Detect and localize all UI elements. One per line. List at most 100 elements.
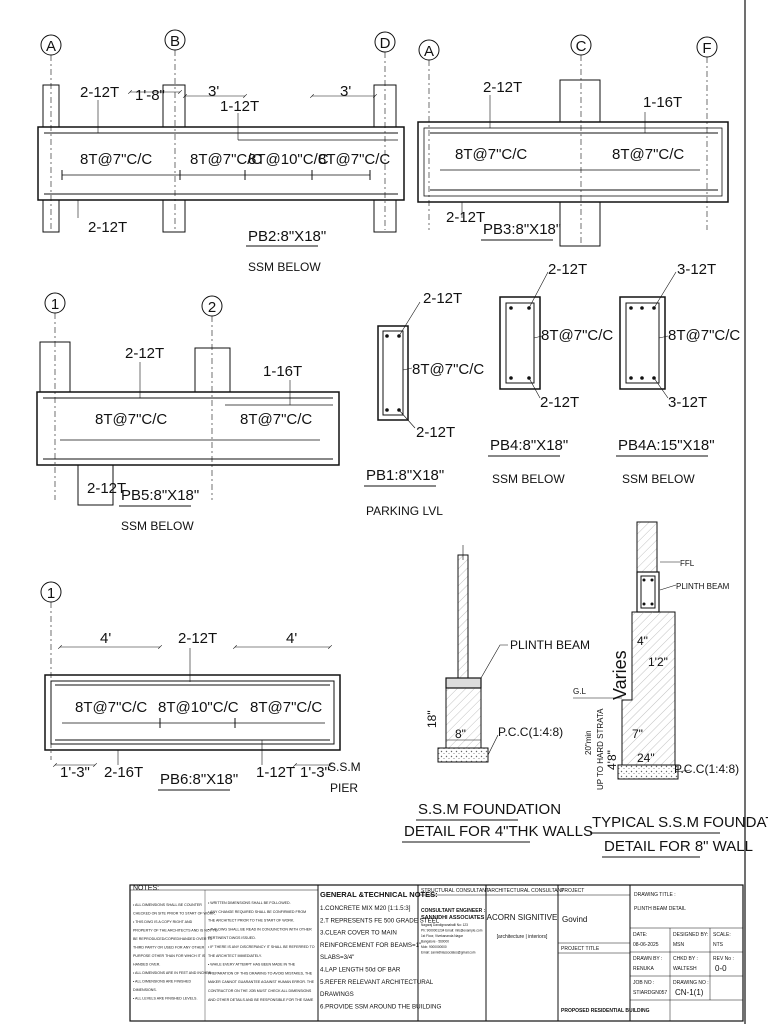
pb2-top-bar: 2-12T xyxy=(80,84,119,101)
notes-column-b: • WRITTEN DIMENSIONS SHALL BE FOLLOWED.•… xyxy=(208,901,315,1002)
note-line: • ALL LEVELS ARE FINISHED LEVELS. xyxy=(133,997,197,1001)
note-line: MAKER CANNOT GUARANTEE AGAINST HUMAN ERR… xyxy=(208,980,315,984)
f8-strata-label: UP TO HARD STRATA xyxy=(596,708,605,790)
pb1-title: PB1:8"X18" xyxy=(366,467,444,484)
pb2-bottom-bar: 2-12T xyxy=(88,219,127,236)
beam-pb6: 1 4' 2-12T 4' 8T@7"C/C 8T@10"C/C 8T@7"C/… xyxy=(40,581,361,795)
foundation-4in-detail: PLINTH BEAM P.C.C(1:4:8) 18" 8" S.S.M FO… xyxy=(402,545,593,843)
f8-title-line1: TYPICAL S.S.M FOUNDATION xyxy=(592,814,768,831)
pb2-stirrup-2: 8T@7"C/C xyxy=(190,151,262,168)
pb4-top-bar: 2-12T xyxy=(548,261,587,278)
struct-address-line: Mob: 9000000000 xyxy=(421,945,447,949)
f8-min-label: 20"min xyxy=(584,730,593,755)
note-line: CONTRACTOR ON THE JOB MUST CHECK ALL DIM… xyxy=(208,989,312,993)
pb6-left-end: 1'-3" xyxy=(60,764,90,781)
general-notes-list: 1.CONCRETE MIX M20 [1:1.5:3]2.T REPRESEN… xyxy=(320,905,441,1010)
beam-pb2: A B D 2-12T 1'-8" 3' xyxy=(37,29,405,274)
struct-consultant-name: SANNIDHI ASSOCIATES xyxy=(421,915,485,921)
f8-dim-12: 1'2" xyxy=(648,655,668,669)
note-line: • THE DWG SHALL BE READ IN CONJUNCTION W… xyxy=(208,927,312,931)
pb6-bottom-bar: 2-16T xyxy=(104,764,143,781)
f8-dim-4: 4" xyxy=(637,634,648,648)
note-line: • THIS DWG IS A COPY RIGHT AND xyxy=(133,920,193,924)
drawing-title-heading: DRAWING TITLE : xyxy=(634,892,676,898)
project-name: Govind xyxy=(562,915,587,924)
pb6-ssm-label: S.S.M xyxy=(328,760,361,774)
grid-bubble-d: D xyxy=(380,35,391,52)
note-line: PREPARATION OF THIS DRAWING TO AVOID MIS… xyxy=(208,971,313,975)
note-line: PURPOSE OTHER THAN FOR WHICH IT IS xyxy=(133,954,206,958)
grid-bubble-b: B xyxy=(170,33,180,50)
note-line: PERTINENT DWGS ISSUED. xyxy=(208,936,256,940)
pb5-subtitle: SSM BELOW xyxy=(121,519,194,533)
pb5-stirrup-2: 8T@7"C/C xyxy=(240,411,312,428)
pb2-dim-2: 3' xyxy=(208,83,219,100)
general-note-line: SLABS=3/4" xyxy=(320,954,354,961)
pb6-right-end: 1'-3" xyxy=(300,764,330,781)
struct-consultant-heading: STRUCTURAL CONSULTANT xyxy=(421,888,489,894)
pb2-stirrup-1: 8T@7"C/C xyxy=(80,151,152,168)
f8-plinth-label: PLINTH BEAM xyxy=(676,582,730,591)
note-line: DIMENSIONS. xyxy=(133,988,157,992)
pb4-stirrup: 8T@7"C/C xyxy=(541,327,613,344)
drawn-value: RENUKA xyxy=(633,966,655,972)
pb4-title: PB4:8"X18" xyxy=(490,437,568,454)
note-line: CHECKED ON SITE PRIOR TO START OF WORK. xyxy=(133,912,216,916)
pb3-top-bar: 2-12T xyxy=(483,79,522,96)
f4-width-dim: 8" xyxy=(455,727,466,741)
f8-dim-7: 7" xyxy=(632,727,643,741)
project-heading: PROJECT xyxy=(561,888,584,894)
pb6-stirrup-1: 8T@7"C/C xyxy=(75,699,147,716)
drawing-no-label: DRAWING NO : xyxy=(673,980,709,986)
pb4a-subtitle: SSM BELOW xyxy=(622,472,695,486)
scale-label: SCALE: xyxy=(713,932,731,938)
general-note-line: 3.CLEAR COVER TO MAIN xyxy=(320,930,397,937)
pb5-bottom-bar: 2-12T xyxy=(87,480,126,497)
pb5-stirrup-1: 8T@7"C/C xyxy=(95,411,167,428)
pb5-extra-bar: 1-16T xyxy=(263,363,302,380)
general-note-line: REINFORCEMENT FOR BEAMS=1" xyxy=(320,942,421,949)
struct-address-line: Bangalore - 560000 xyxy=(421,940,449,944)
note-line: • ALL DIMENSIONS ARE FINISHED xyxy=(133,980,191,984)
pb2-stirrup-3: 8T@10"C/C xyxy=(248,151,329,168)
arch-consultant-name: ACORN SIGNITIVE xyxy=(487,913,558,922)
checked-value: WALTESH xyxy=(673,966,697,972)
pb4-subtitle: SSM BELOW xyxy=(492,472,565,486)
beam-pb5: 1 2 2-12T 1-16T 8T@7"C/C 8T@7"C/C 2-12T … xyxy=(36,292,340,533)
pb1-stirrup: 8T@7"C/C xyxy=(412,361,484,378)
note-line: • ALL DIMENSIONS ARE IN FEET AND INCHES xyxy=(133,971,212,975)
foundation-8in-detail: FFL PLINTH BEAM Varies 4" 1'2" G.L 7" 24… xyxy=(573,521,768,858)
drawing-no-value: CN-1(1) xyxy=(675,988,704,997)
beam-pb3: A C F 2-12T 1-16T 8T@7"C/C 8T@7"C/C 2-12… xyxy=(417,34,729,247)
note-line: AND OTHER DETAILS AND BE RESPONSIBLE FOR… xyxy=(208,998,314,1002)
pb4a-stirrup: 8T@7"C/C xyxy=(668,327,740,344)
rev-value: 0-0 xyxy=(715,964,727,973)
f4-title-line2: DETAIL FOR 4"THK WALLS xyxy=(404,823,593,840)
pb6-pier-label: PIER xyxy=(330,781,358,795)
pb5-title: PB5:8"X18" xyxy=(121,487,199,504)
pb1-top-bar: 2-12T xyxy=(423,290,462,307)
pb1-bottom-bar: 2-12T xyxy=(416,424,455,441)
drawn-label: DRAWN BY : xyxy=(633,956,662,962)
pb6-stirrup-3: 8T@7"C/C xyxy=(250,699,322,716)
pb5-top-bar: 2-12T xyxy=(125,345,164,362)
f8-varies-label: Varies xyxy=(610,650,630,700)
notes-column-a: • ALL DIMENSIONS SHALL BE COUNTERCHECKED… xyxy=(133,903,218,1001)
grid-bubble-f: F xyxy=(702,40,711,57)
f8-title-line2: DETAIL FOR 8" WALL xyxy=(604,838,753,855)
pb3-stirrup-2: 8T@7"C/C xyxy=(612,146,684,163)
pb3-extra-bar: 1-16T xyxy=(643,94,682,111)
f8-gl-label: G.L xyxy=(573,687,586,696)
pb2-extra-bar: 1-12T xyxy=(220,98,259,115)
pb4-bottom-bar: 2-12T xyxy=(540,394,579,411)
f8-pcc-label: P.C.C(1:4:8) xyxy=(674,762,739,776)
grid-bubble-1: 1 xyxy=(51,296,59,313)
pb4a-title: PB4A:15"X18" xyxy=(618,437,715,454)
pb2-subtitle: SSM BELOW xyxy=(248,260,321,274)
pb1-subtitle: PARKING LVL xyxy=(366,504,443,518)
struct-consultant-sub: CONSULTANT ENGINEER : xyxy=(421,908,486,914)
f4-title-line1: S.S.M FOUNDATION xyxy=(418,801,561,818)
section-pb4a: 3-12T 8T@7"C/C 3-12T PB4A:15"X18" SSM BE… xyxy=(616,261,740,486)
